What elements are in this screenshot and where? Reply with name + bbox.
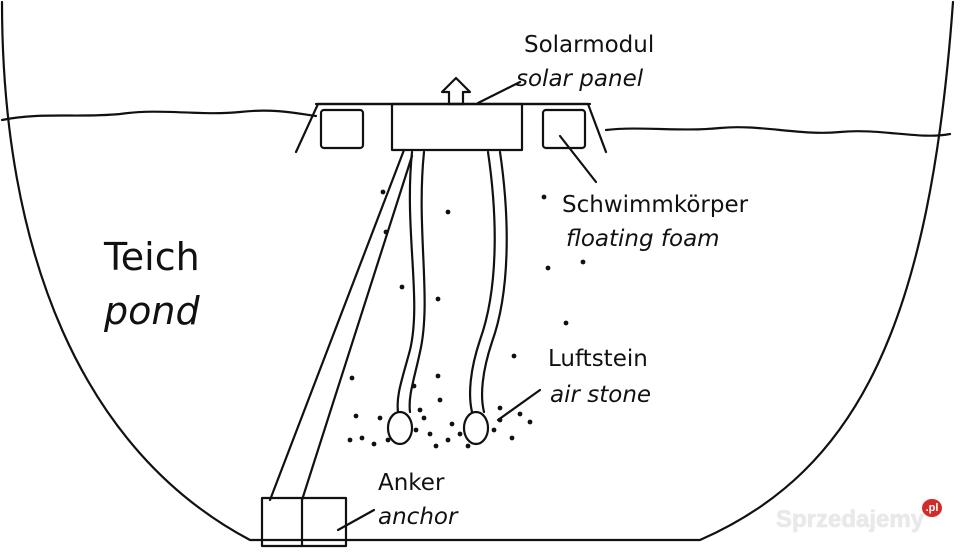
air-bubble [383, 229, 389, 235]
label-float-en: floating foam [566, 226, 720, 252]
water-surface-line [0, 109, 952, 137]
label-solar-en: solar panel [516, 66, 644, 92]
air-bubble [491, 427, 497, 433]
air-bubble [527, 419, 533, 425]
anchor-rope-2 [300, 154, 414, 502]
air-bubbles [347, 189, 586, 449]
air-stone-left [386, 410, 414, 446]
air-bubble [545, 265, 551, 271]
label-airstone-en: air stone [550, 382, 652, 408]
air-bubble [465, 443, 471, 449]
air-stone-right [462, 410, 490, 446]
label-float-de: Schwimmkörper [562, 192, 749, 218]
air-bubble [509, 435, 515, 441]
label-anchor-de: Anker [378, 470, 445, 496]
anchor-block [260, 496, 348, 548]
air-bubble [385, 437, 391, 443]
air-bubble [437, 397, 443, 403]
label-pond-de: Teich [104, 235, 200, 279]
air-bubble [377, 415, 383, 421]
label-anchor-en: anchor [378, 504, 458, 530]
air-bubble [517, 411, 523, 417]
air-bubble [413, 427, 419, 433]
air-bubble [457, 431, 463, 437]
air-bubble [497, 417, 503, 423]
air-bubble [541, 194, 547, 200]
air-bubble [421, 415, 427, 421]
label-solar-de: Solarmodul [524, 32, 655, 58]
air-bubble [347, 437, 353, 443]
air-bubble [353, 413, 359, 419]
anchor-rope [268, 148, 406, 502]
pump-housing [390, 102, 524, 152]
air-bubble [417, 407, 423, 413]
air-bubble [497, 405, 503, 411]
air-bubble [427, 431, 433, 437]
floating-frame [294, 102, 608, 154]
air-bubble [349, 375, 355, 381]
air-bubble [433, 443, 439, 449]
label-pond-en: pond [104, 289, 200, 333]
pond-basin-outline [0, 0, 955, 542]
watermark-text: Sprzedajemy [776, 506, 925, 533]
air-bubble [435, 373, 441, 379]
float-left [319, 108, 365, 150]
air-bubble [371, 441, 377, 447]
label-airstone-de: Luftstein [548, 346, 648, 372]
air-hose-right [468, 150, 496, 414]
air-bubble [411, 383, 417, 389]
float-right [541, 108, 587, 150]
anchor-leader-line [336, 508, 376, 532]
solar-arrow-icon [440, 76, 472, 106]
air-bubble [563, 320, 569, 326]
air-bubble [511, 353, 517, 359]
air-bubble [445, 437, 451, 443]
air-bubble [359, 435, 365, 441]
air-bubble [449, 421, 455, 427]
float-leader-line [558, 134, 598, 184]
air-hose-left [396, 150, 416, 414]
air-bubble [445, 209, 451, 215]
air-bubble [435, 296, 441, 302]
air-bubble [399, 284, 405, 290]
watermark-badge: .pl [922, 499, 942, 517]
airstone-leader-line [496, 388, 542, 422]
air-bubble [580, 259, 586, 265]
air-bubble [380, 189, 386, 195]
solar-leader-line [476, 80, 522, 105]
